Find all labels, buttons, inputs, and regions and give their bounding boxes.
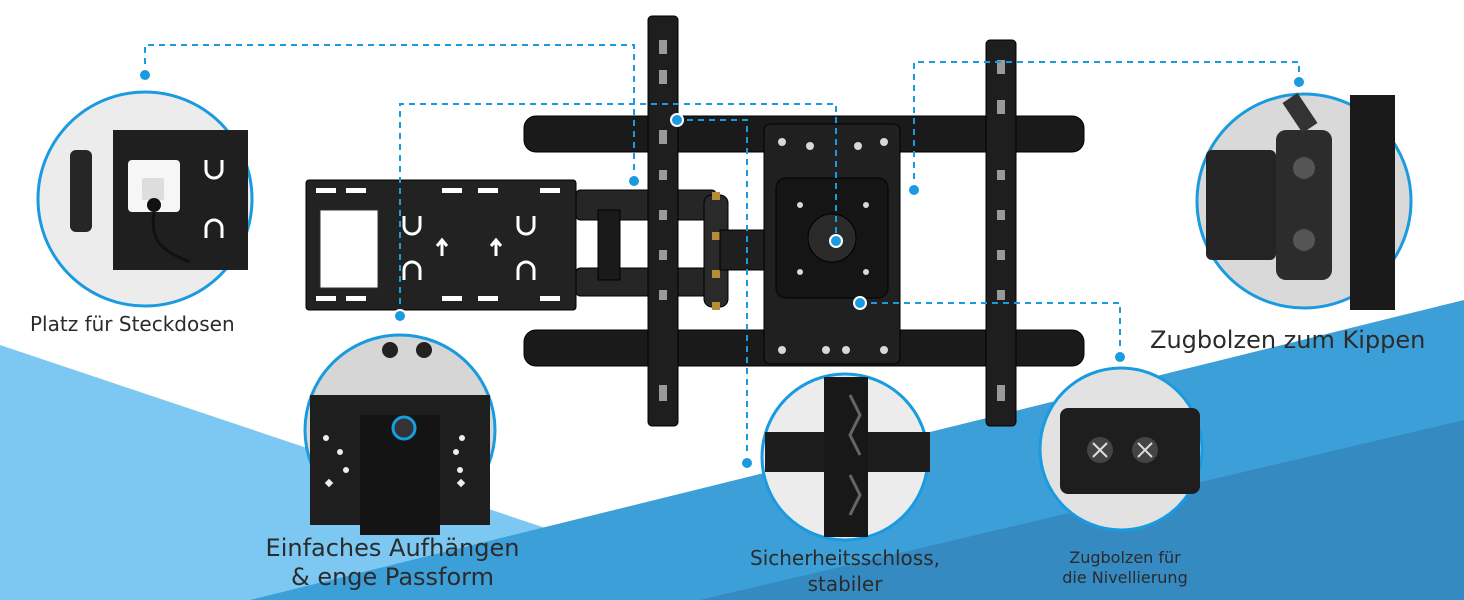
caption-outlet: Platz für Steckdosen xyxy=(30,312,280,336)
caption-lock-line2: stabiler xyxy=(807,572,883,596)
caption-tilt: Zugbolzen zum Kippen xyxy=(1150,326,1454,354)
detail-circle-lock xyxy=(760,372,930,542)
caption-hanging-line2: & enge Passform xyxy=(290,563,494,591)
caption-hanging: Einfaches Aufhängen & enge Passform xyxy=(240,534,545,592)
callout-dots xyxy=(138,68,1306,470)
caption-leveling-line2: die Nivellierung xyxy=(1062,568,1188,587)
detail-circle-leveling xyxy=(1038,366,1204,532)
detail-circle-tilt xyxy=(1195,92,1413,310)
detail-circle-outlet xyxy=(36,90,254,308)
caption-hanging-line1: Einfaches Aufhängen xyxy=(265,534,520,562)
caption-lock-line1: Sicherheitsschloss, xyxy=(750,546,940,570)
callout-lines xyxy=(144,44,1300,462)
caption-outlet-line1: Platz für Steckdosen xyxy=(30,312,235,336)
caption-lock: Sicherheitsschloss, stabiler xyxy=(715,545,975,597)
detail-circle-hanging xyxy=(303,333,497,535)
caption-leveling-line1: Zugbolzen für xyxy=(1069,548,1181,567)
tv-wall-mount xyxy=(305,15,1085,427)
caption-tilt-line1: Zugbolzen zum Kippen xyxy=(1150,326,1426,354)
caption-leveling: Zugbolzen für die Nivellierung xyxy=(1035,548,1215,588)
